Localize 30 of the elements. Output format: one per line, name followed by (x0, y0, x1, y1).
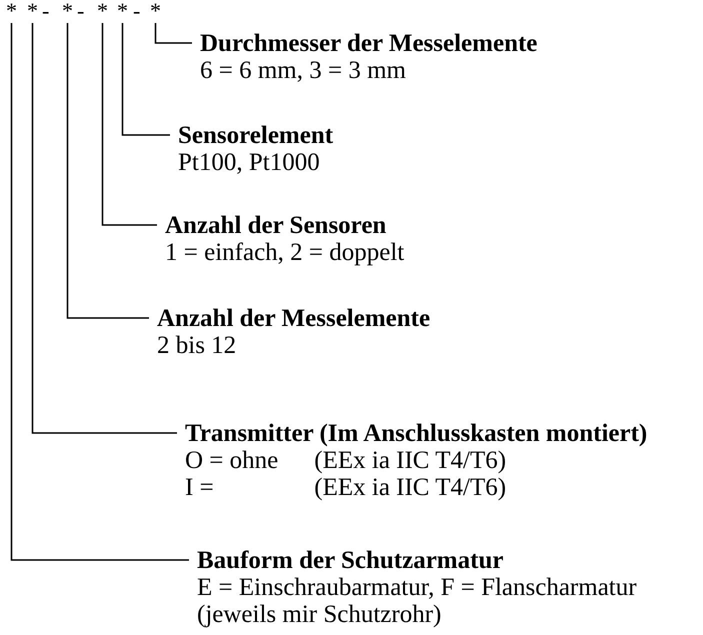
option-description: (EEx ia IIC T4/T6) (314, 474, 506, 501)
code-separator: - (77, 2, 84, 20)
leader-line (32, 23, 177, 434)
code-separator: - (42, 2, 50, 20)
option-description: 2 bis 12 (157, 332, 238, 359)
code-separator: - (133, 2, 140, 20)
code-asterisk: * (6, 2, 17, 20)
option-description: 6 = 6 mm, 3 = 3 mm (200, 57, 407, 84)
option-description: (EEx ia IIC T4/T6) (314, 447, 506, 474)
field-heading: Sensorelement (178, 122, 334, 149)
leader-line (154, 23, 192, 44)
option-description: Pt100, Pt1000 (178, 149, 321, 176)
code-asterisk: * (27, 2, 38, 20)
code-asterisk: * (97, 2, 108, 20)
leader-line (66, 23, 149, 319)
field-heading: Transmitter (Im Anschlusskasten montiert) (185, 420, 648, 447)
field-heading: Durchmesser der Messelemente (200, 30, 538, 57)
code-asterisk: * (150, 2, 161, 20)
option-description: I = (185, 474, 215, 501)
code-asterisk: * (62, 2, 73, 20)
field-heading: Anzahl der Messelemente (157, 305, 430, 332)
leader-line (102, 23, 157, 226)
option-description: O = ohne (185, 447, 278, 474)
leader-line (122, 23, 170, 136)
field-heading: Bauform der Schutzarmatur (197, 547, 504, 574)
option-description: E = Einschraubarmatur, F = Flanscharmatur (jeweils mir Schutzrohr) (197, 574, 638, 628)
option-description: 1 = einfach, 2 = doppelt (165, 239, 404, 266)
code-asterisk: * (117, 2, 128, 20)
field-heading: Anzahl der Sensoren (165, 212, 386, 239)
leader-line (10, 23, 189, 561)
